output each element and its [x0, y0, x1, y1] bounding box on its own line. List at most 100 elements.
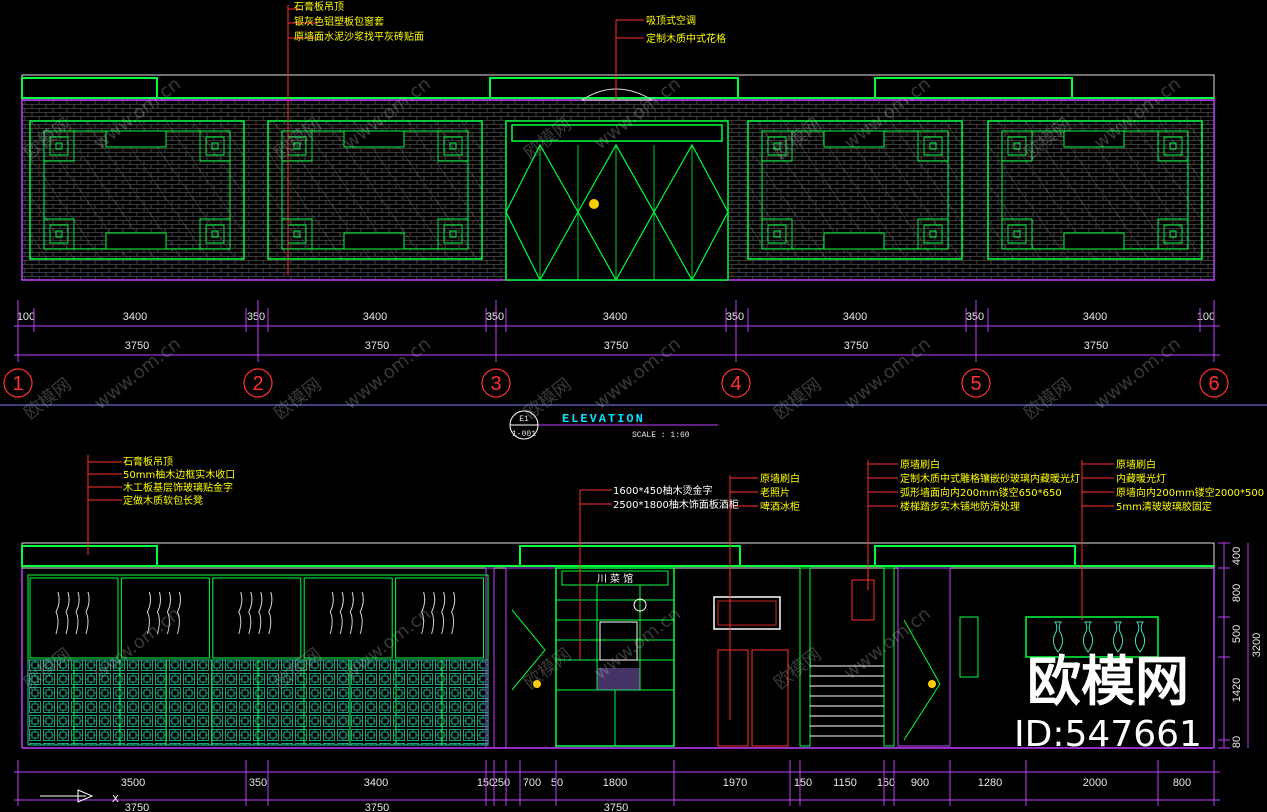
ucs-arrow-icon [40, 789, 94, 803]
annotation-text: 木工板基层饰玻璃贴金字 [123, 481, 233, 494]
svg-text:X: X [112, 794, 119, 805]
annotation-text: 楼梯踏步实木铺地防滑处理 [900, 500, 1020, 513]
dimension-label: 3400 [843, 311, 867, 323]
calligraphy-panel [395, 577, 485, 659]
svg-text:欧模网: 欧模网 [20, 374, 75, 424]
svg-text:欧模网: 欧模网 [1020, 374, 1075, 424]
lattice-window [987, 120, 1203, 260]
calligraphy-panel [303, 577, 393, 659]
svg-text:欧模网: 欧模网 [520, 644, 575, 694]
dimension-label: 1150 [833, 777, 857, 789]
svg-text:www.om.cn: www.om.cn [840, 603, 935, 683]
axis-marker: 5 [961, 368, 991, 398]
drawing-title-block: E1 1-001 ELEVATION SCALE : 1:60 [509, 410, 690, 440]
dimension-label: 3400 [363, 311, 387, 323]
axis-marker: 4 [721, 368, 751, 398]
annotation-text: 弧形墙面向内200mm镂空650*650 [900, 486, 1062, 499]
axis-marker: 6 [1199, 368, 1229, 398]
dimension-label: 350 [249, 777, 267, 789]
dimension-label: 350 [247, 311, 265, 323]
lattice-window [747, 120, 963, 260]
annotation-text: 原墙面水泥沙浆找平灰砖贴面 [294, 30, 424, 43]
vase-icon [1112, 621, 1124, 653]
dimension-label: 3200 [1251, 633, 1263, 657]
dimension-label: 3750 [1084, 340, 1108, 352]
marker-top: E1 [519, 415, 529, 424]
dimension-label: 3750 [365, 340, 389, 352]
svg-text:6: 6 [1208, 373, 1219, 395]
annotation-text: 啤酒冰柜 [760, 500, 800, 513]
dimension-label: 250 [492, 777, 510, 789]
vase-icon [1134, 621, 1146, 653]
dimension-label: 3400 [123, 311, 147, 323]
annotation-text: 内藏暖光灯 [1116, 472, 1166, 485]
svg-text:欧模网: 欧模网 [270, 374, 325, 424]
bar-cabinet: 川 菜 馆 [555, 567, 675, 747]
dimension-label: 100 [17, 311, 35, 323]
dimension-label: 3500 [121, 777, 145, 789]
annotation-text: 石膏板吊顶 [123, 455, 173, 468]
dimension-label: 1970 [723, 777, 747, 789]
axis-marker: 3 [481, 368, 511, 398]
dimension-label: 3750 [125, 802, 149, 812]
brand-logo: 欧模网 ID:547661 [1014, 650, 1202, 755]
svg-text:4: 4 [730, 373, 741, 395]
dimension-label: 3750 [604, 802, 628, 812]
annotation-text: 原墙向内200mm镂空2000*500 [1116, 486, 1264, 499]
annotation-text: 定制木质中式雕格镶嵌砂玻璃内藏暖光灯 [900, 472, 1080, 485]
annotation-text: 定做木质软包长凳 [123, 494, 203, 507]
marker-bottom: 1-001 [512, 430, 536, 439]
annotation-text: 银灰色铝塑板包窗套 [294, 15, 384, 28]
dimension-label: 800 [1173, 777, 1191, 789]
logo-id: ID:547661 [1014, 714, 1202, 755]
annotation-text: 5mm清玻玻璃胶固定 [1116, 500, 1212, 513]
annotation-text: 原墙刷白 [1116, 458, 1156, 471]
dimension-label: 800 [1231, 584, 1243, 602]
elevation-bottom: 川 菜 馆 石膏板吊顶50mm柚木边框实木收口木工板基层饰玻璃贴金字定做木质软包… [14, 455, 1264, 812]
dimension-label: 1800 [603, 777, 627, 789]
dimension-label: 100 [1197, 311, 1215, 323]
dimension-label: 900 [911, 777, 929, 789]
svg-text:2: 2 [252, 373, 263, 395]
dimension-label: 3400 [1083, 311, 1107, 323]
dimension-label: 1280 [978, 777, 1002, 789]
center-double-doors [505, 120, 729, 282]
dimension-label: 3400 [364, 777, 388, 789]
dimension-label: 50 [551, 777, 563, 789]
lattice-window [29, 120, 245, 260]
vase-icon [1052, 621, 1064, 653]
svg-text:欧模网: 欧模网 [770, 374, 825, 424]
annotation-text: 原墙刷白 [900, 458, 940, 471]
annotation-text: 原墙刷白 [760, 472, 800, 485]
dimension-label: 1420 [1231, 678, 1243, 702]
dimension-label: 3750 [365, 802, 389, 812]
svg-text:5: 5 [970, 373, 981, 395]
dimension-label: 80 [1231, 736, 1243, 748]
dimension-label: 2000 [1083, 777, 1107, 789]
lattice-window [267, 120, 483, 260]
dimension-label: 3750 [844, 340, 868, 352]
drawing-scale: SCALE : 1:60 [632, 431, 690, 440]
calligraphy-panel [212, 577, 302, 659]
logo-text: 欧模网 [1027, 650, 1189, 713]
svg-text:1: 1 [12, 373, 23, 395]
dimension-label: 3400 [603, 311, 627, 323]
bar-sign-text: 川 菜 馆 [597, 572, 633, 585]
vase-icon [1082, 621, 1094, 653]
dimension-label: 3750 [125, 340, 149, 352]
dimension-label: 700 [523, 777, 541, 789]
axis-marker: 1 [3, 368, 33, 398]
drawing-title: ELEVATION [562, 412, 645, 426]
svg-text:3: 3 [490, 373, 501, 395]
annotation-text: 2500*1800柚木饰面板酒柜 [613, 498, 739, 511]
annotation-text: 老照片 [760, 486, 790, 499]
dimension-label: 400 [1231, 547, 1243, 565]
annotation-text: 1600*450柚木烫金字 [613, 484, 713, 497]
dimension-label: 3750 [604, 340, 628, 352]
dimension-label: 350 [486, 311, 504, 323]
dimension-label: 500 [1231, 625, 1243, 643]
axis-marker: 2 [243, 368, 273, 398]
annotation-text: 50mm柚木边框实木收口 [123, 468, 235, 481]
